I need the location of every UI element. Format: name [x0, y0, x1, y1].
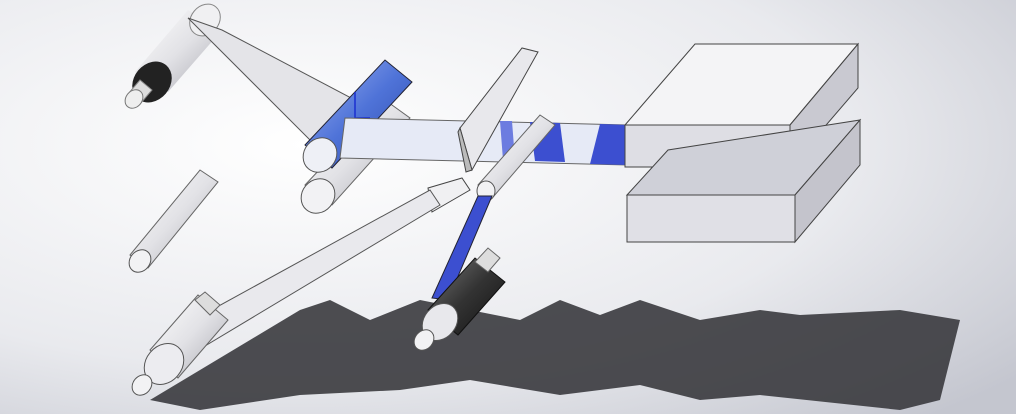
cutting-blade [457, 47, 539, 173]
press-lower-block [625, 118, 862, 244]
floor-shadow [150, 300, 960, 410]
supply-roller-bottom [131, 291, 229, 396]
idler-rod [128, 169, 219, 273]
dark-roller [413, 247, 506, 351]
